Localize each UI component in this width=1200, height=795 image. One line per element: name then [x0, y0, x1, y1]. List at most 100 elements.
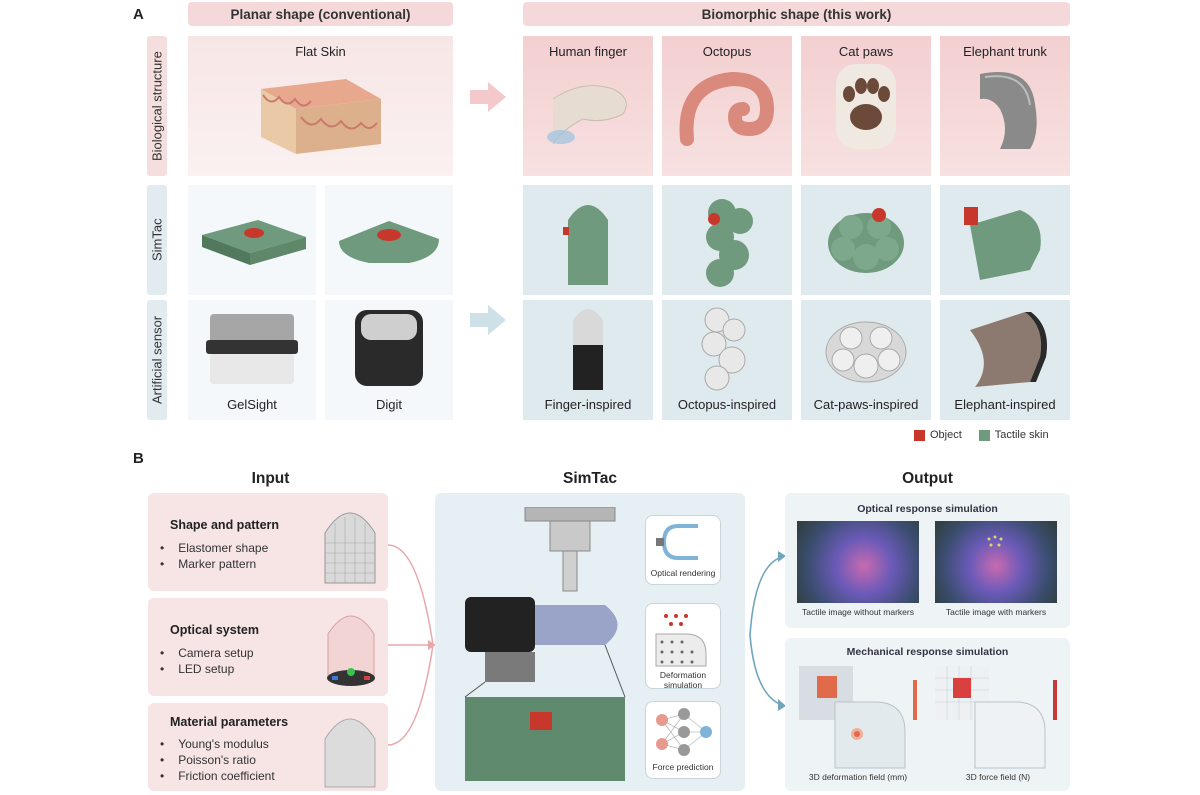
input-material-title: Material parameters — [170, 715, 289, 729]
input-optical-list: •Camera setup •LED setup — [160, 645, 254, 677]
legend-object-label: Object — [930, 429, 962, 441]
mechanical-response-title: Mechanical response simulation — [846, 646, 1009, 658]
simtac-elephant-model — [964, 207, 1041, 280]
material-dome-icon — [324, 718, 376, 788]
simtac-octopus-cell — [662, 185, 792, 295]
human-finger-cell: Human finger — [523, 36, 653, 176]
finger-inspired-sensor — [573, 309, 603, 390]
simtac-finger-cell — [523, 185, 653, 295]
input-title: Input — [251, 470, 290, 487]
biomorphic-header: Biomorphic shape (this work) — [523, 2, 1070, 26]
human-finger-illustration — [547, 85, 627, 145]
module-optical-rendering: Optical rendering — [645, 515, 721, 585]
list-item: •Young's modulus — [160, 737, 269, 751]
force-field-caption: 3D force field (N) — [965, 772, 1031, 782]
legend: Object Tactile skin — [914, 429, 1049, 441]
finger-inspired-label: Finger-inspired — [544, 397, 632, 412]
row-label-biological: Biological structure — [147, 36, 167, 176]
finger-inspired-cell: Finger-inspired — [523, 300, 653, 420]
flat-skin-illustration — [260, 79, 381, 154]
octopus-title: Octopus — [702, 44, 752, 59]
row-label-artificial: Artificial sensor — [147, 300, 167, 420]
tactile-without-markers-caption: Tactile image without markers — [802, 607, 914, 617]
list-item: •LED setup — [160, 662, 235, 676]
tactile-image-markers — [935, 521, 1057, 603]
panel-b-letter: B — [133, 450, 144, 467]
input-shape-title: Shape and pattern — [170, 518, 280, 532]
simtac-title: SimTac — [563, 470, 617, 487]
arrow-right-icon — [470, 82, 506, 112]
human-finger-title: Human finger — [548, 44, 628, 59]
simtac-digit-cell — [325, 185, 453, 295]
input-shape-pattern: Shape and pattern •Elastomer shape •Mark… — [148, 493, 388, 591]
optical-response-box: Optical response simulation Tactile imag… — [785, 493, 1070, 628]
list-item: •Friction coefficient — [160, 769, 275, 783]
elastomer-mesh-icon — [324, 512, 376, 584]
panel-a-letter: A — [133, 6, 144, 23]
gelsight-sensor-illustration — [206, 314, 298, 384]
input-material-parameters: Material parameters •Young's modulus •Po… — [148, 703, 388, 791]
neural-network-icon — [656, 708, 712, 756]
deformation-simulation-label: Deformation simulation — [659, 670, 707, 690]
octopus-cell: Octopus — [662, 36, 792, 176]
simtac-gelsight-cell — [188, 185, 316, 295]
cat-paws-cell: Cat paws — [801, 36, 931, 176]
elephant-trunk-title: Elephant trunk — [963, 44, 1047, 59]
simtac-digit-model — [339, 221, 439, 263]
digit-sensor-illustration — [355, 310, 423, 386]
list-item: •Marker pattern — [160, 557, 257, 571]
digit-label: Digit — [375, 397, 402, 412]
octopus-inspired-label: Octopus-inspired — [677, 397, 777, 412]
deformation-field-caption: 3D deformation field (mm) — [808, 772, 908, 782]
cat-paws-title: Cat paws — [838, 44, 894, 59]
module-deformation-simulation: Deformation simulation — [645, 603, 721, 690]
simtac-cat-paws-cell — [801, 185, 931, 295]
force-prediction-label: Force prediction — [652, 762, 714, 772]
input-shape-list: •Elastomer shape •Marker pattern — [160, 540, 268, 572]
digit-cell: Digit — [325, 300, 453, 420]
force-field-plot — [935, 666, 1057, 769]
elephant-inspired-label: Elephant-inspired — [954, 397, 1056, 412]
flat-skin-cell: Flat Skin — [188, 36, 453, 176]
mechanical-response-box: Mechanical response simulation 3D deform… — [785, 638, 1070, 791]
elephant-trunk-cell: Elephant trunk — [940, 36, 1070, 176]
input-material-list: •Young's modulus •Poisson's ratio •Frict… — [160, 736, 275, 784]
legend-skin-swatch — [978, 429, 990, 441]
cat-paws-inspired-cell: Cat-paws-inspired — [801, 300, 931, 420]
simtac-elephant-cell — [940, 185, 1070, 295]
arrow-right-icon — [470, 305, 506, 335]
row-label-simtac: SimTac — [147, 185, 167, 295]
simtac-flat-model — [202, 220, 306, 265]
marker-dots — [987, 535, 1003, 547]
elephant-inspired-sensor — [970, 312, 1047, 387]
input-optical-title: Optical system — [170, 623, 259, 637]
input-optical-system: Optical system •Camera setup •LED setup — [148, 598, 388, 696]
gelsight-label: GelSight — [227, 397, 277, 412]
gelsight-cell: GelSight — [188, 300, 316, 420]
simtac-box: Optical rendering Deformation simulation — [435, 493, 745, 791]
tactile-image-plain — [797, 521, 919, 603]
cat-paws-inspired-label: Cat-paws-inspired — [813, 397, 919, 412]
planar-header: Planar shape (conventional) — [188, 2, 453, 26]
elephant-trunk-illustration — [980, 72, 1037, 149]
octopus-illustration — [679, 71, 775, 146]
optical-response-title: Optical response simulation — [857, 503, 998, 515]
simtac-octopus-model — [706, 199, 753, 287]
optical-rendering-icon — [656, 524, 698, 560]
simtac-finger-model — [563, 205, 608, 285]
list-item: •Elastomer shape — [160, 541, 269, 555]
octopus-inspired-cell: Octopus-inspired — [662, 300, 792, 420]
output-arrows — [749, 551, 786, 711]
octopus-inspired-sensor — [701, 307, 746, 391]
simtac-cat-paws-model — [828, 208, 904, 273]
simtac-scene-illustration — [464, 507, 626, 781]
list-item: •Camera setup — [160, 646, 254, 660]
list-item: •Poisson's ratio — [160, 753, 256, 767]
input-connector-lines — [388, 544, 436, 746]
deformation-field-plot — [799, 666, 917, 769]
cat-paws-inspired-sensor — [825, 321, 907, 383]
optical-system-icon — [327, 615, 375, 686]
legend-object-swatch — [914, 429, 925, 441]
module-force-prediction: Force prediction — [645, 701, 721, 779]
tactile-with-markers-caption: Tactile image with markers — [945, 607, 1047, 617]
